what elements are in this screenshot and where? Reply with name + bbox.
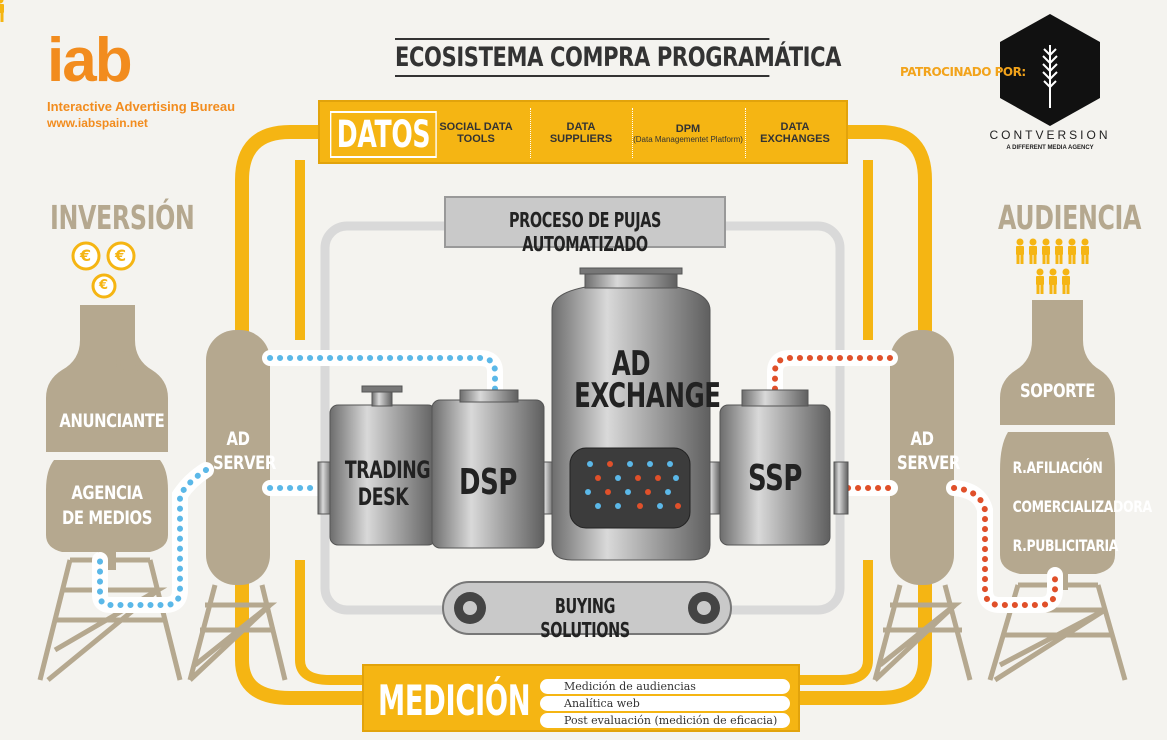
iab-name: Interactive Advertising Bureau — [47, 99, 236, 114]
datos-item-line1: SOCIAL DATA — [439, 121, 513, 133]
datos-item: DATA EXCHANGES — [745, 108, 844, 158]
euro-coin-icon: € — [99, 278, 108, 293]
audience-icons — [0, 0, 1089, 294]
datos-item: DATA SUPPLIERS — [530, 108, 631, 158]
advertiser-label: ANUNCIANTE — [59, 410, 165, 432]
medicion-item: Analítica web — [540, 696, 790, 711]
buying-solutions-label: BUYING SOLUTIONS — [540, 594, 630, 642]
ad-server-right-line2: SERVER — [897, 452, 960, 474]
publisher-list-item: R.AFILIACIÓN — [1012, 458, 1103, 477]
ad-exchange-line2: EXCHANGE — [574, 376, 721, 416]
datos-item: DPM (Data Managementet Platform) — [632, 108, 743, 158]
publisher-list-item: COMERCIALIZADORA — [1012, 497, 1152, 516]
ssp-label: SSP — [747, 458, 803, 499]
publisher-list-item: R.PUBLICITARIA — [1012, 536, 1119, 555]
datos-item-line2: EXCHANGES — [760, 133, 830, 145]
contversion-logo — [1000, 14, 1100, 126]
agency-label-line1: AGENCIA — [71, 482, 143, 504]
ad-server-left-line2: SERVER — [213, 452, 276, 474]
process-label: PROCESO DE PUJAS AUTOMATIZADO — [508, 208, 662, 256]
datos-item-line2: SUPPLIERS — [549, 133, 613, 145]
process-panel — [444, 196, 726, 248]
datos-panel — [318, 100, 848, 164]
trading-desk-line1: TRADING — [344, 456, 431, 484]
medicion-item: Medición de audiencias — [540, 679, 790, 694]
ad-exchange-line1: AD — [611, 344, 651, 384]
datos-item-line1: DPM — [675, 122, 701, 135]
agency-label-line2: DE MEDIOS — [61, 507, 153, 529]
sponsor-tagline: A DIFFERENT MEDIA AGENCY — [1006, 145, 1094, 151]
datos-item-line2: TOOLS — [457, 133, 495, 145]
sponsor-name: CONTVERSION — [989, 128, 1111, 142]
dsp-label: DSP — [458, 462, 518, 503]
left-tank — [46, 305, 168, 570]
iab-logo: iab — [47, 26, 133, 95]
ad-server-tanks — [206, 330, 954, 585]
datos-item-line1: DATA — [566, 121, 596, 133]
yellow-pipes — [235, 125, 932, 705]
audiencia-heading: AUDIENCIA — [998, 198, 1142, 237]
medicion-title: MEDICIÓN — [378, 676, 531, 725]
ad-server-left-line1: AD — [226, 428, 250, 450]
soporte-label: SOPORTE — [1019, 380, 1095, 402]
trading-desk-line2: DESK — [357, 483, 409, 511]
ad-server-right-line1: AD — [910, 428, 934, 450]
inversion-heading: INVERSIÓN — [50, 198, 195, 237]
medicion-item: Post evaluación (medición de eficacia) — [540, 713, 790, 728]
datos-item-small: (Data Managementet Platform) — [633, 134, 743, 144]
datos-item-line1: DATA — [780, 121, 810, 133]
sponsor-label: PATROCINADO POR: — [900, 65, 1026, 79]
coin-icons — [71, 241, 136, 299]
iab-url[interactable]: www.iabspain.net — [47, 116, 148, 130]
exchange-window-dots — [585, 461, 681, 509]
datos-title: DATOS — [330, 111, 437, 158]
datos-item: SOCIAL DATA TOOLS — [425, 108, 527, 158]
conveyor — [442, 581, 732, 635]
euro-coin-icon: € — [80, 246, 91, 265]
euro-coin-icon: € — [115, 246, 126, 265]
page-title: ECOSISTEMA COMPRA PROGRAMÁTICA — [395, 38, 841, 77]
